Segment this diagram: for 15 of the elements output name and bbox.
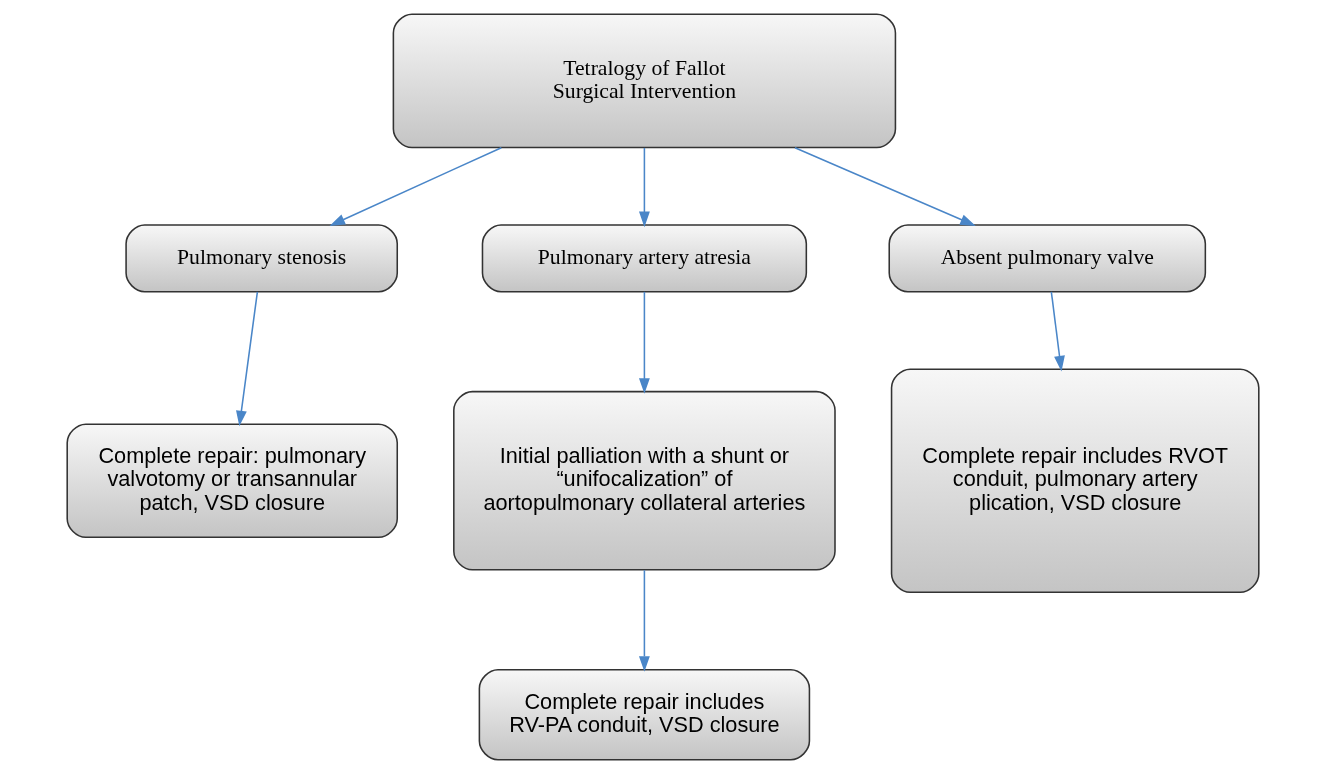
node-box: Tetralogy of Fallot Surgical Intervention [392,13,896,149]
node-box: Initial palliation with a shunt or “unifocalization” of aortopulmonary collateral arteries [452,390,836,571]
node-box: Pulmonary stenosis [124,224,398,293]
node-box: Complete repair: pulmonary valvotomy or transannular patch, VSD closure [65,423,398,539]
arrow [235,291,258,427]
arrow [638,569,650,672]
node-box: Pulmonary artery atresia [481,224,807,293]
arrow [638,291,650,394]
arrow [793,146,976,226]
arrow [1050,291,1065,372]
node-box: Complete repair includes RV-PA conduit, VSD closure [478,669,810,761]
arrow [329,146,502,226]
node-box: Complete repair includes RVOT conduit, pulmonary artery plication, VSD closure [890,368,1260,594]
arrow [638,147,650,228]
node-box: Absent pulmonary valve [887,224,1206,293]
